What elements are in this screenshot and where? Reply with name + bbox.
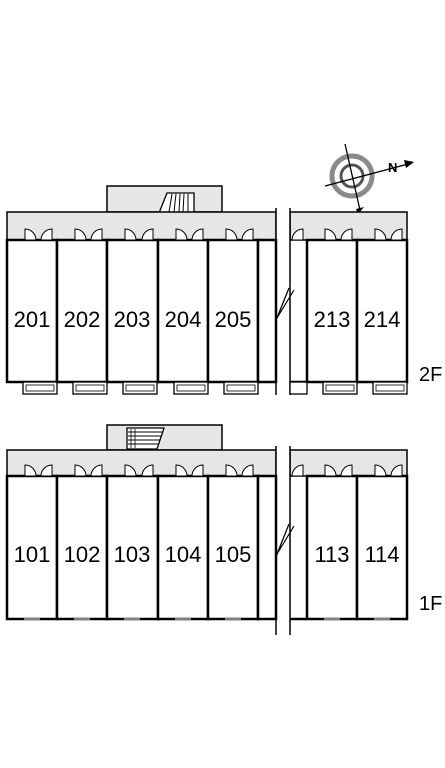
stairs-icon [126,427,165,450]
door-icon [40,464,53,477]
doors-2f [24,228,403,241]
door-icon [24,228,37,241]
compass-ring-outer [329,153,375,199]
door-icon [241,464,254,477]
compass-arrow-icon [324,162,413,187]
door-icon [291,228,304,241]
balcony [372,381,408,395]
door-icon [374,464,387,477]
unit-label-201: 201 [14,307,51,332]
unit-104 [156,474,210,621]
unit-label-101: 101 [14,542,51,567]
floor-1f: 101 102 103 104 105 113 114 1F [5,424,442,635]
unit-label-205: 205 [215,307,252,332]
unit-blank-2f [256,238,278,384]
compass-arrowhead-icon [404,160,414,168]
unit-label-114: 114 [364,542,399,567]
balcony [223,381,259,395]
door-icon [24,464,37,477]
break-zigzag [267,523,295,578]
door-icon [40,228,53,241]
balcony [322,381,358,395]
floor-2f: 201 202 203 204 205 213 214 2F [5,185,442,395]
door-icon [225,228,238,241]
break-zigzag [267,287,295,341]
floor-label-1f: 1F [419,593,442,615]
compass-north-letter: N [388,160,397,175]
unit-label-203: 203 [114,307,151,332]
balcony [173,381,209,395]
break-gap [276,205,290,395]
door-icon [74,228,87,241]
door-icon [141,228,154,241]
balcony [289,381,308,395]
unit-label-213: 213 [314,307,351,332]
door-icon [191,464,204,477]
unit-label-113: 113 [314,542,349,567]
door-icon [324,464,337,477]
floor-label-2f: 2F [419,364,442,386]
doors-1f [24,464,403,477]
door-icon [374,228,387,241]
compass-cross-line [344,143,361,211]
balcony [72,381,108,395]
door-icon [175,464,188,477]
door-icon [74,464,87,477]
unit-label-104: 104 [165,542,202,567]
door-icon [225,464,238,477]
balconies-2f [22,381,408,395]
door-icon [141,464,154,477]
unit-label-105: 105 [215,542,252,567]
door-icon [390,228,403,241]
unit-blank-1f [256,474,278,621]
unit-label-214: 214 [364,307,401,332]
door-icon [340,464,353,477]
door-icon [291,464,304,477]
balcony [22,381,58,395]
door-icon [175,228,188,241]
compass: N [324,143,414,214]
unit-label-102: 102 [64,542,101,567]
unit-214 [355,238,409,384]
unit-label-103: 103 [114,542,151,567]
unit-102 [55,474,109,621]
door-icon [90,464,103,477]
door-icon [191,228,204,241]
stair-landing [106,424,223,451]
balcony [122,381,158,395]
door-icon [390,464,403,477]
door-icon [340,228,353,241]
unit-label-202: 202 [64,307,101,332]
door-icon [90,228,103,241]
door-icon [124,228,137,241]
door-icon [241,228,254,241]
unit-label-204: 204 [165,307,202,332]
door-icon [324,228,337,241]
stairs-icon [158,192,195,214]
unit-203 [105,238,160,384]
units-1f [5,474,409,621]
door-icon [124,464,137,477]
